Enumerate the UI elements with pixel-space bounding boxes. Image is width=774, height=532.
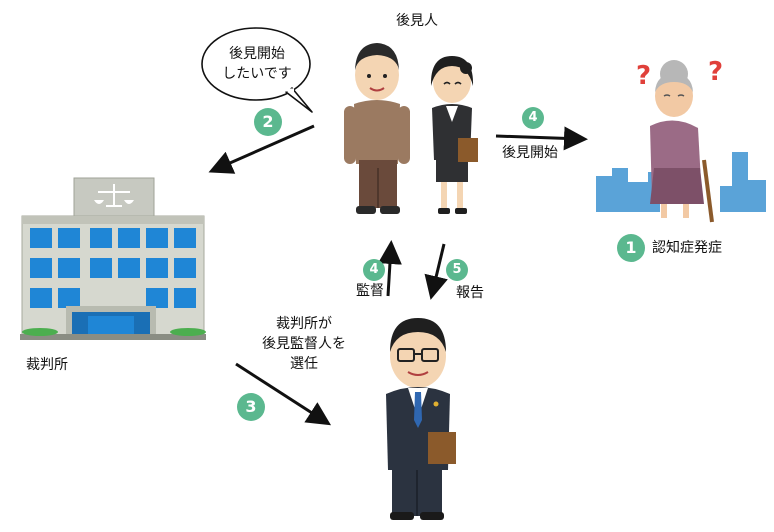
step-4-start-badge: 4: [522, 107, 544, 129]
court-note-line-2: 後見監督人を: [262, 336, 346, 352]
court-label: 裁判所: [26, 357, 68, 373]
confused-elderly-woman-icon: ? ?: [596, 57, 766, 223]
supervisor-lawyer-icon: [386, 318, 456, 520]
court-note-line-1: 裁判所が: [276, 316, 332, 332]
step-2-badge: 2: [254, 108, 282, 136]
step-3-badge: 3: [237, 393, 265, 421]
guardian-man-and-woman-icon: [344, 43, 478, 214]
step-5-badge: 5: [446, 259, 468, 281]
guardian-label: 後見人: [396, 13, 438, 29]
arrow-5-report: [424, 243, 448, 300]
step-5-label: 報告: [456, 285, 484, 301]
step-4-start-label: 後見開始: [502, 145, 558, 161]
arrow-4-start-guardianship: [495, 126, 588, 151]
courthouse-building-icon: [20, 177, 206, 340]
arrow-2-to-court: [208, 124, 315, 174]
svg-text:?: ?: [708, 57, 723, 87]
svg-text:?: ?: [636, 61, 651, 91]
step-4-supervise-badge: 4: [363, 259, 385, 281]
bubble-line-2: したいです: [222, 66, 292, 82]
arrow-3-appoint: [235, 362, 332, 426]
step-1-label: 認知症発症: [652, 240, 722, 256]
court-note: 裁判所が 後見監督人を 選任: [252, 314, 356, 374]
step-4-supervise-label: 監督: [356, 283, 384, 299]
court-note-line-3: 選任: [290, 356, 318, 372]
speech-bubble: [201, 27, 313, 113]
arrow-4-supervise: [377, 240, 402, 297]
step-1-badge: 1: [617, 234, 645, 262]
bubble-text: 後見開始 したいです: [222, 44, 292, 84]
bubble-line-1: 後見開始: [229, 46, 285, 62]
